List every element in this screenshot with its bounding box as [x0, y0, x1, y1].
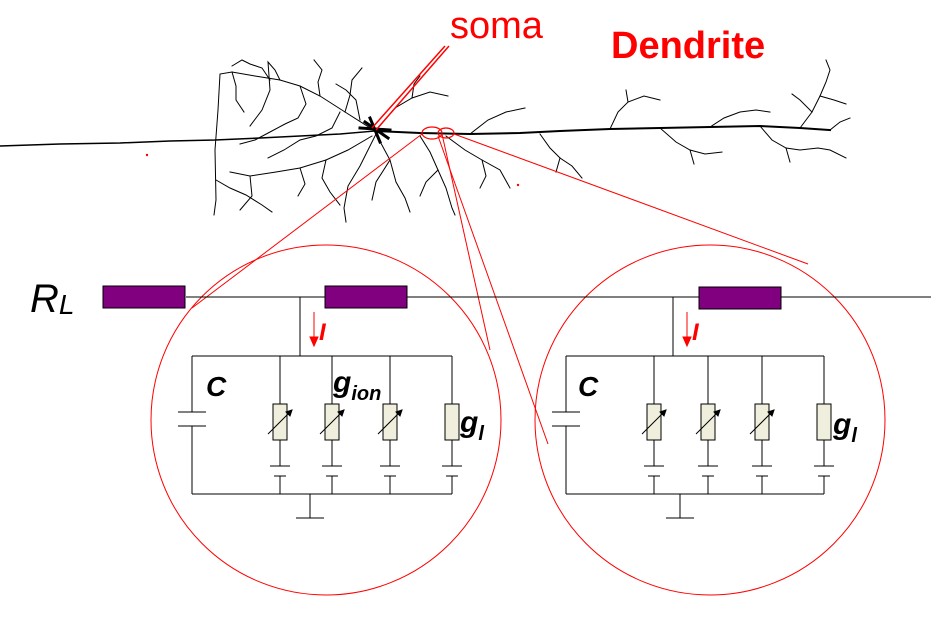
zoom-marker-right — [437, 127, 455, 139]
rl-label-main: R — [30, 277, 59, 321]
red-dot — [516, 183, 520, 187]
gl-label-left: gl — [459, 406, 484, 445]
compartment-circuit-left — [178, 297, 462, 519]
gl-label-right: gl — [832, 408, 857, 447]
axial-resistor-1 — [102, 285, 186, 309]
dendrite-label: Dendrite — [611, 25, 765, 67]
compartment-circuit-right — [552, 297, 834, 519]
variable-arrows-right — [641, 409, 775, 435]
zoom-marker-left — [421, 126, 443, 140]
gl-label-left-sub: l — [478, 423, 484, 445]
current-label-left: I — [319, 319, 327, 346]
gl-label-right-main: g — [832, 408, 851, 441]
gion-label-main: g — [332, 366, 351, 399]
current-arrow-left — [309, 312, 319, 348]
neuron-morphology — [0, 59, 851, 223]
gl-label-left-main: g — [459, 406, 478, 439]
axial-resistor-2 — [324, 285, 408, 309]
rl-label: RL — [30, 277, 74, 321]
capacitor-label-left: C — [206, 371, 227, 402]
zoom-circle-left — [150, 244, 502, 596]
current-arrow-right — [682, 312, 692, 348]
zoom-lines — [191, 133, 809, 445]
conductances-right — [646, 403, 832, 441]
electrode-line — [371, 45, 450, 131]
gl-label-right-sub: l — [851, 425, 857, 447]
current-label-right: I — [692, 319, 700, 346]
axial-resistor-3 — [698, 286, 782, 310]
rl-label-sub: L — [59, 289, 75, 320]
soma-label: soma — [450, 5, 544, 47]
red-dot — [145, 153, 149, 157]
conductances-left — [272, 403, 460, 441]
gion-label-sub: ion — [351, 383, 381, 405]
zoom-circle-right — [534, 244, 886, 596]
capacitor-label-right: C — [578, 371, 599, 402]
variable-arrows-left — [267, 409, 403, 435]
gion-label: gion — [332, 366, 381, 405]
